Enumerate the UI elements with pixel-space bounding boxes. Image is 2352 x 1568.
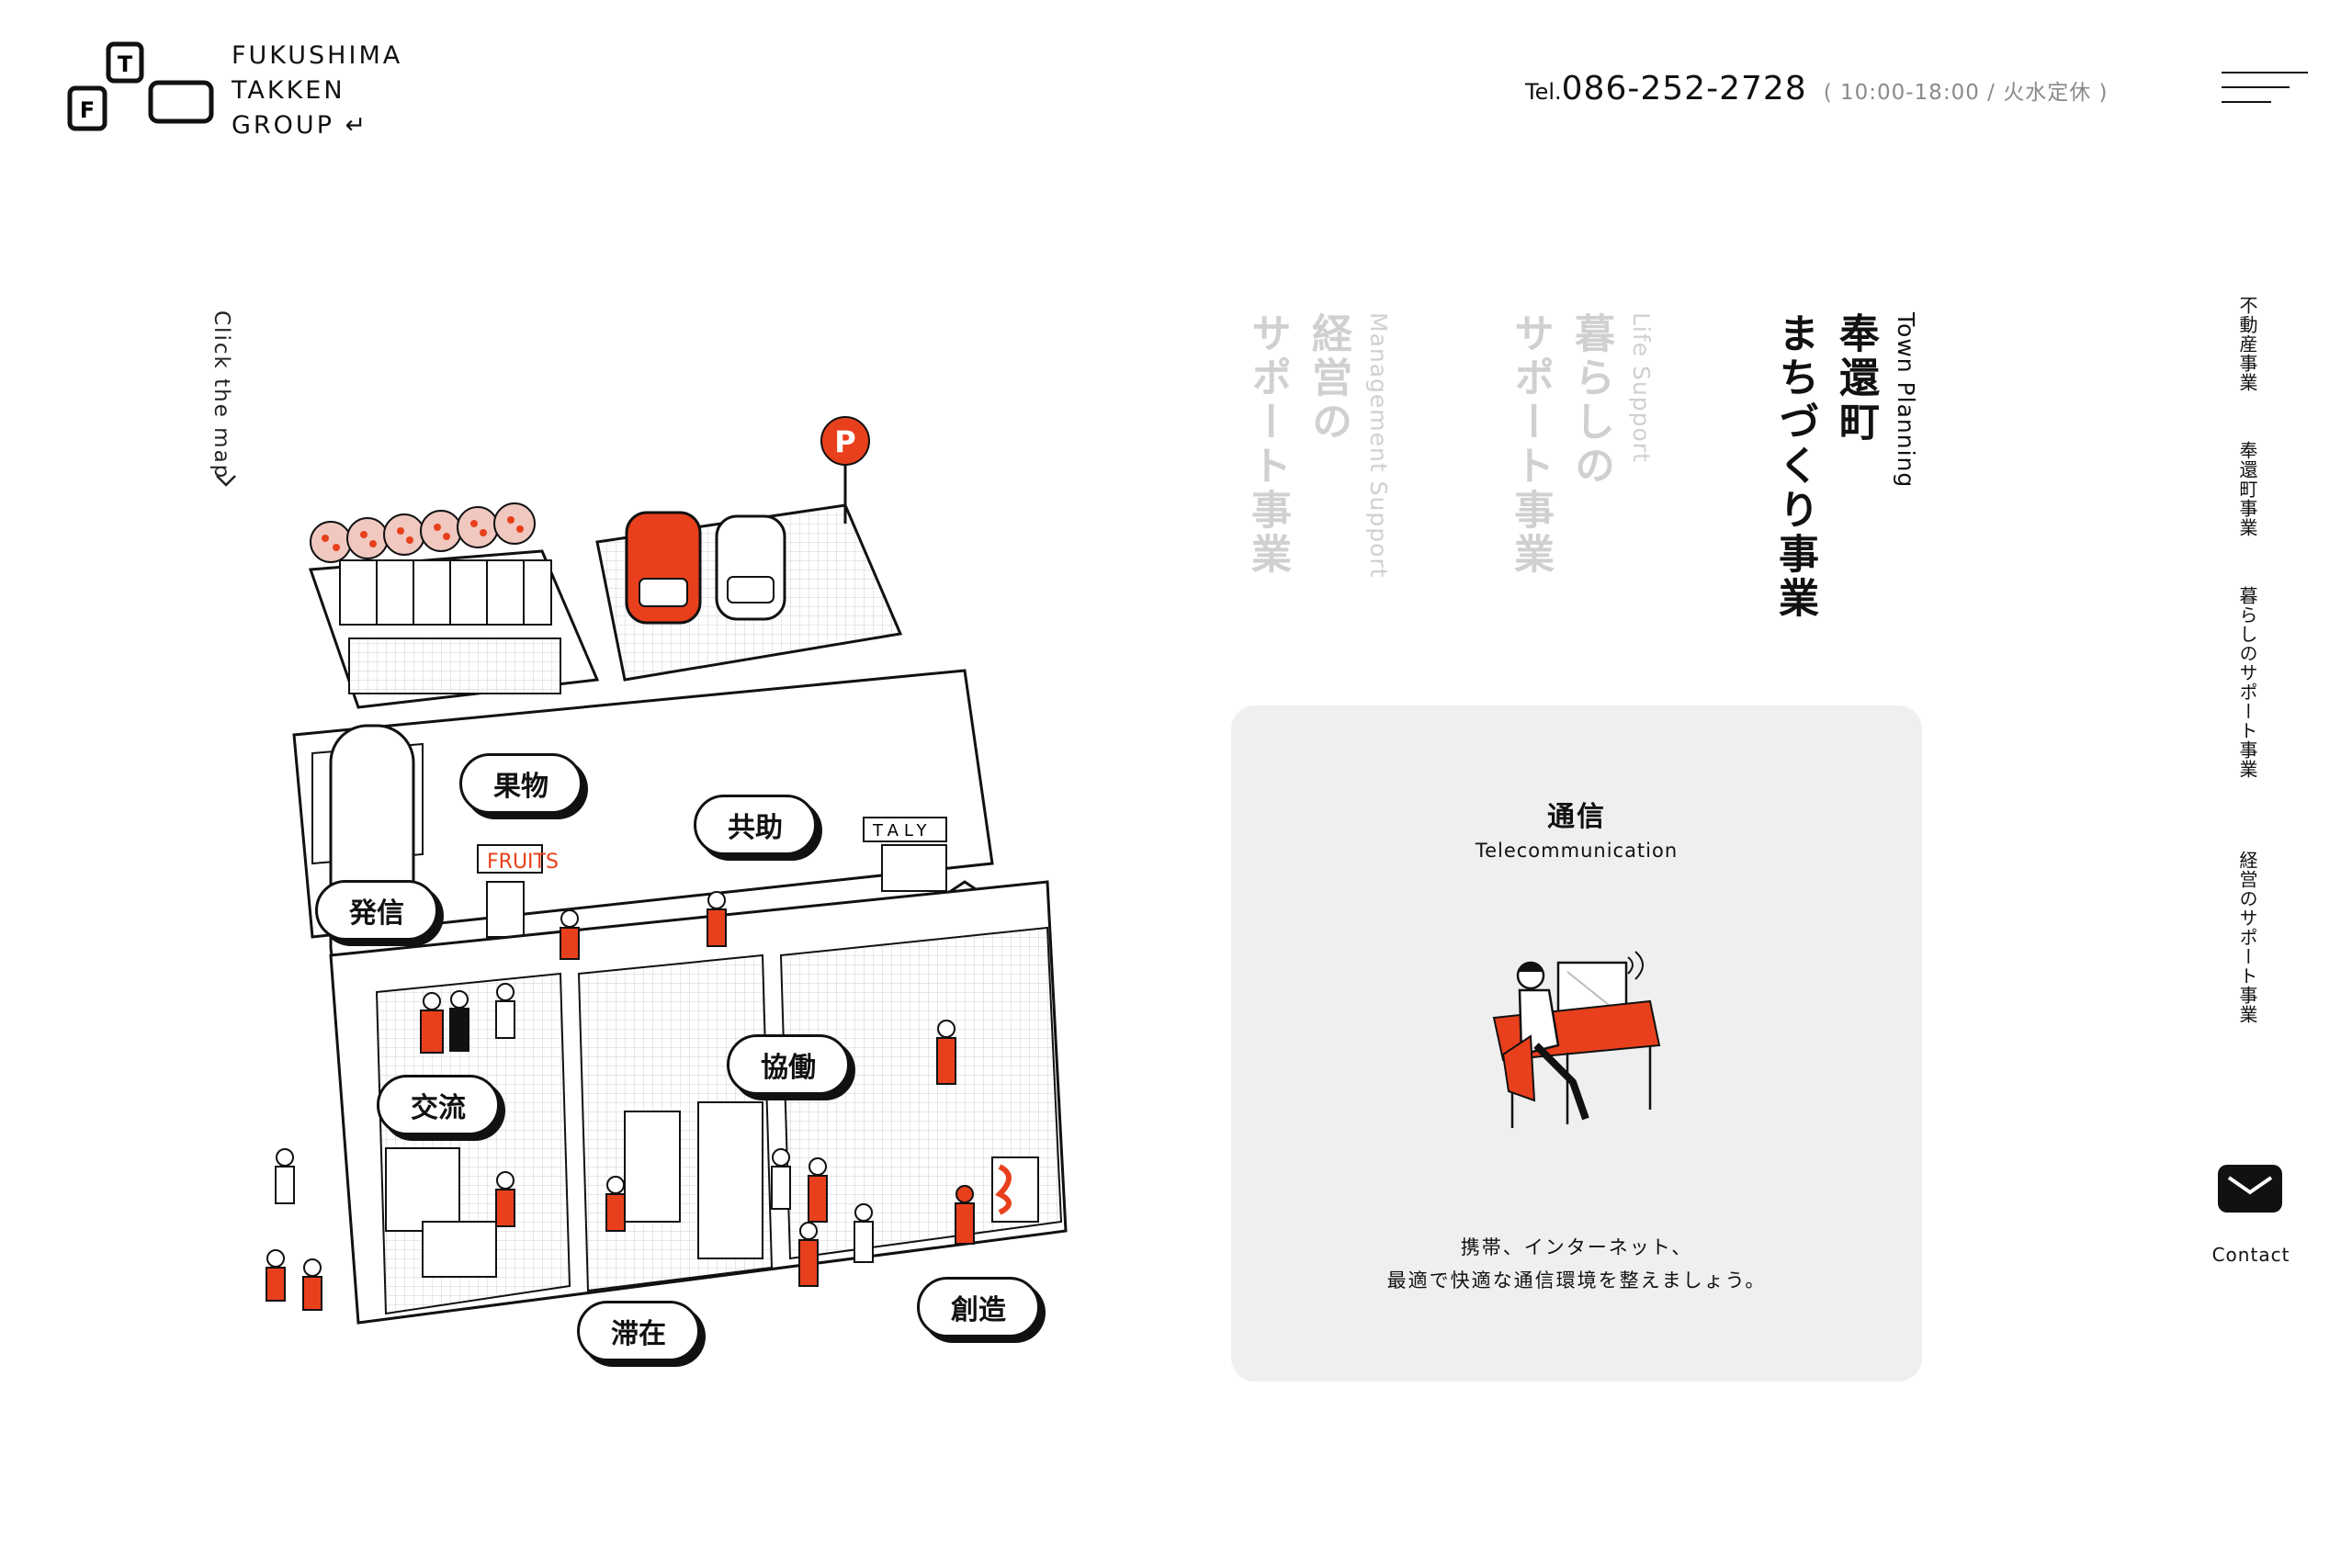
info-card: 通信 Telecommunication 携帯、インターネット、 最適で快適な通… <box>1231 705 1922 1382</box>
parking-sign: P <box>834 424 855 459</box>
chevron-down-icon <box>216 475 236 487</box>
logo-line-2: TAKKEN <box>232 76 345 105</box>
side-nav-item-real-estate[interactable]: 不動産事業 <box>2236 296 2258 392</box>
map-label-kyojo-button[interactable]: 共助 <box>694 795 817 855</box>
category-town-planning[interactable]: Town Planning 奉還町 まちづくり事業 <box>1764 312 1929 625</box>
map-label-sozo-button[interactable]: 創造 <box>917 1277 1040 1337</box>
side-nav: 不動産事業 奉還町事業 暮らしのサポート事業 経営のサポート事業 <box>2234 296 2271 1067</box>
map-label-hasshin-button[interactable]: 発信 <box>315 880 438 941</box>
category-en-label: Town Planning <box>1893 312 1919 489</box>
card-title: 通信 <box>1547 801 1606 833</box>
hamburger-menu-button[interactable] <box>2222 72 2308 108</box>
logo-letter-t: T <box>118 51 133 77</box>
map-label-koryu-button[interactable]: 交流 <box>377 1075 500 1135</box>
phone-info[interactable]: Tel. 086-252-2728 ( 10:00-18:00 / 火水定休 ) <box>1525 70 2109 107</box>
card-description: 携帯、インターネット、 最適で快適な通信環境を整えましょう。 <box>1231 1231 1922 1297</box>
logo-line-1: FUKUSHIMA <box>232 41 403 70</box>
contact-label: Contact <box>2211 1244 2290 1266</box>
category-jp-label: 奉還町 まちづくり事業 <box>1771 312 1879 621</box>
town-map-illustration-icon: P FRUITS TALY <box>266 416 1068 1325</box>
category-jp-label: 経営の サポート事業 <box>1244 312 1351 577</box>
category-life-support[interactable]: Life Support 暮らしの サポート事業 <box>1499 312 1665 625</box>
menu-line-icon <box>2222 72 2308 73</box>
fruits-sign: FRUITS <box>487 851 559 874</box>
town-map[interactable]: P FRUITS TALY <box>239 404 1121 1387</box>
tel-prefix: Tel. <box>1525 79 1562 105</box>
category-en-label: Life Support <box>1628 312 1655 463</box>
side-nav-item-management-support[interactable]: 経営のサポート事業 <box>2236 851 2258 1024</box>
italy-sign: TALY <box>872 821 933 840</box>
logo-letter-f: F <box>80 97 95 123</box>
card-desc-line-1: 携帯、インターネット、 <box>1460 1236 1693 1258</box>
click-map-text: Click the map <box>209 310 233 480</box>
red-car-icon <box>625 511 702 625</box>
logo-text: FUKUSHIMA TAKKEN GROUP ↵ <box>232 39 402 143</box>
side-nav-item-hokancho[interactable]: 奉還町事業 <box>2236 441 2258 537</box>
logo-mark-icon: T F <box>67 41 214 131</box>
map-label-fruits-button[interactable]: 果物 <box>459 753 582 814</box>
card-subtitle: Telecommunication <box>1475 840 1679 862</box>
contact-button[interactable]: Contact <box>2205 1165 2306 1275</box>
map-label-taizai-button[interactable]: 滞在 <box>577 1301 700 1361</box>
card-desc-line-2: 最適で快適な通信環境を整えましょう。 <box>1386 1269 1767 1292</box>
menu-line-icon <box>2222 86 2290 88</box>
category-en-label: Management Support <box>1365 312 1392 579</box>
category-management-support[interactable]: Management Support 経営の サポート事業 <box>1237 312 1402 625</box>
mail-icon <box>2218 1165 2282 1213</box>
logo[interactable]: T F FUKUSHIMA TAKKEN GROUP ↵ <box>66 39 452 140</box>
logo-line-3: GROUP ↵ <box>232 111 369 140</box>
menu-line-icon <box>2222 101 2271 103</box>
click-map-hint: Click the map <box>209 310 243 503</box>
category-jp-label: 暮らしの サポート事業 <box>1507 312 1614 577</box>
side-nav-item-life-support[interactable]: 暮らしのサポート事業 <box>2236 586 2258 779</box>
map-label-kyodo-button[interactable]: 協働 <box>727 1034 850 1095</box>
tel-number[interactable]: 086-252-2728 <box>1561 70 1807 107</box>
telecom-worker-icon <box>1492 951 1661 1128</box>
tel-hours: ( 10:00-18:00 / 火水定休 ) <box>1823 81 2109 105</box>
